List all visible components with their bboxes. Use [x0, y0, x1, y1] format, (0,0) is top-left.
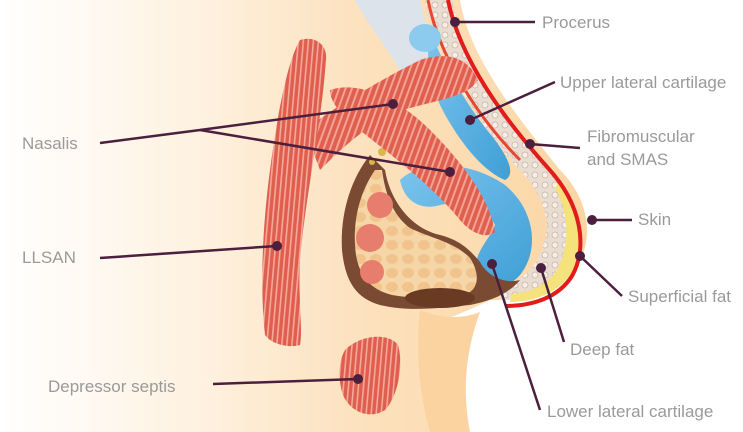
- dot-skin: [587, 215, 597, 225]
- fat-globule-1: [367, 192, 393, 218]
- dot-lower-lateral-cartilage: [487, 259, 497, 269]
- dot-nasalis-lower: [445, 167, 455, 177]
- label-depressor-septis: Depressor septis: [48, 377, 176, 396]
- dot-fibromuscular: [525, 139, 535, 149]
- nostril-opening: [405, 288, 475, 308]
- leader-nasalis-b: [199, 102, 394, 132]
- nasalis-lower-bundle: [330, 87, 495, 236]
- label-superficial-fat: Superficial fat: [628, 287, 731, 306]
- leader-deep-fat: [539, 267, 566, 343]
- leader-dots: [272, 17, 597, 384]
- label-nasalis: Nasalis: [22, 134, 78, 153]
- fat-globule-2: [356, 224, 384, 252]
- fat-dot-1: [378, 148, 386, 156]
- leader-upper-lateral-cartilage: [469, 80, 556, 122]
- leader-nasalis-a: [99, 128, 201, 145]
- fat-globule-3: [360, 260, 384, 284]
- upper-lateral-cartilage-shape: [428, 30, 511, 180]
- label-lower-lateral-cartilage: Lower lateral cartilage: [547, 402, 714, 421]
- depressor-septis-muscle: [339, 336, 401, 415]
- dot-procerus: [450, 17, 460, 27]
- leader-lower-lateral-cartilage: [490, 263, 542, 411]
- dot-superficial-fat: [575, 251, 585, 261]
- label-fibromuscular-line1: Fibromuscular: [587, 127, 695, 146]
- label-deep-fat: Deep fat: [570, 340, 635, 359]
- label-skin: Skin: [638, 210, 672, 229]
- lower-lateral-cartilage-shape: [400, 165, 532, 288]
- dot-upper-lateral-cartilage: [465, 115, 475, 125]
- label-fibromuscular-line2: and SMAS: [587, 150, 669, 169]
- dot-llsan: [272, 241, 282, 251]
- leader-fibromuscular: [529, 142, 581, 150]
- leader-superficial-fat: [579, 255, 623, 297]
- superficial-fat-layer: [510, 180, 580, 302]
- dot-nasalis-upper: [388, 99, 398, 109]
- dot-depressor-septis: [353, 374, 363, 384]
- upper-lip: [418, 310, 480, 432]
- leader-lines: [99, 20, 632, 411]
- label-upper-lateral-cartilage: Upper lateral cartilage: [560, 73, 727, 92]
- cartilage-top-blob: [409, 24, 441, 52]
- skin-line: [446, 0, 583, 308]
- leader-llsan: [99, 244, 278, 260]
- leader-nasalis-c: [199, 128, 451, 174]
- dot-deep-fat: [536, 263, 546, 273]
- leader-depressor-septis: [212, 377, 359, 386]
- label-llsan: LLSAN: [22, 248, 76, 267]
- fat-dot-2: [369, 159, 375, 165]
- label-procerus: Procerus: [542, 13, 611, 32]
